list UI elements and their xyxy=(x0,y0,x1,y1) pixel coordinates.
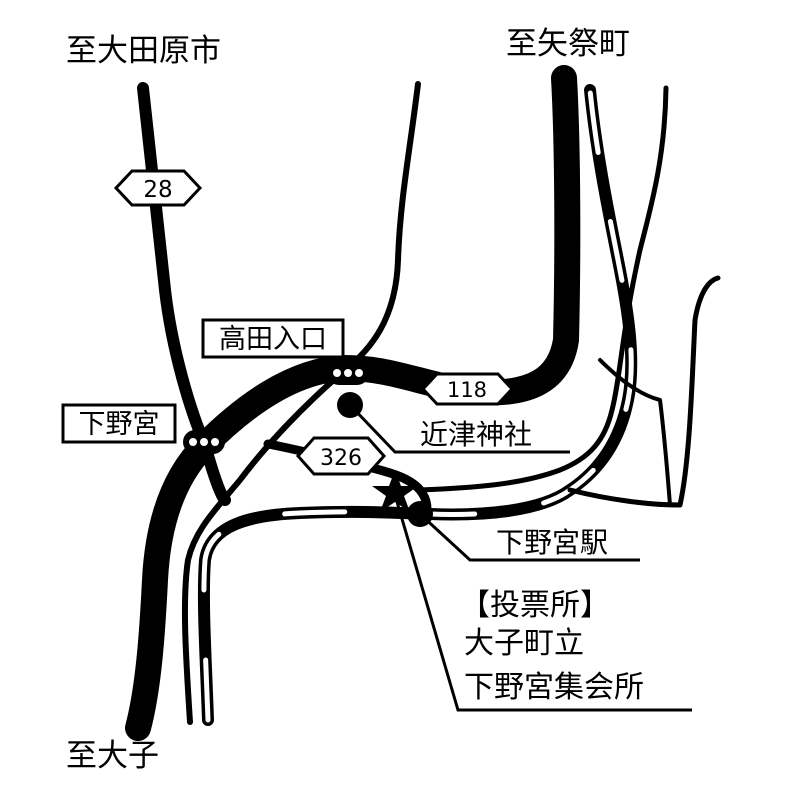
local-road-east-1 xyxy=(417,85,669,493)
route-118-label: 118 xyxy=(447,378,487,402)
shrine-marker xyxy=(337,392,363,418)
takada-iriguchi-label: 高田入口 xyxy=(219,324,327,355)
route-326-shield: 326 xyxy=(295,436,387,476)
route-28-road xyxy=(137,82,231,506)
route-28-label: 28 xyxy=(143,177,172,203)
shimonomiya-intersection-label-box: 下野宮 xyxy=(61,403,177,444)
station-leader-line xyxy=(418,512,640,562)
shimonomiya-intersection-label: 下野宮 xyxy=(79,409,160,440)
traffic-signal-shimonomiya-icon xyxy=(183,430,225,454)
route-28-shield: 28 xyxy=(113,169,203,207)
destination-daigo: 至大子 xyxy=(66,738,159,774)
local-road-north xyxy=(181,81,421,725)
local-road-east-2 xyxy=(567,275,721,508)
polling-place-line2: 下野宮集会所 xyxy=(464,670,644,705)
polling-place-line1: 大子町立 xyxy=(464,626,584,661)
local-road-east-3 xyxy=(598,358,672,507)
polling-place-leader-line xyxy=(393,494,692,712)
station-label: 下野宮駅 xyxy=(496,526,608,559)
railway-line-inner xyxy=(201,87,634,723)
takada-iriguchi-label-box: 高田入口 xyxy=(201,318,345,359)
traffic-signal-takada-icon xyxy=(327,361,369,385)
polling-place-heading: 【投票所】 xyxy=(460,588,610,623)
route-326-label: 326 xyxy=(320,446,362,471)
polling-place-star-icon xyxy=(372,470,418,512)
station-marker xyxy=(407,501,433,527)
destination-ohtawara: 至大田原市 xyxy=(66,33,221,69)
route-118-shield: 118 xyxy=(420,372,515,406)
shrine-label: 近津神社 xyxy=(420,418,532,451)
destination-yamatsuri: 至矢祭町 xyxy=(506,26,630,62)
shrine-leader-line xyxy=(348,403,570,454)
